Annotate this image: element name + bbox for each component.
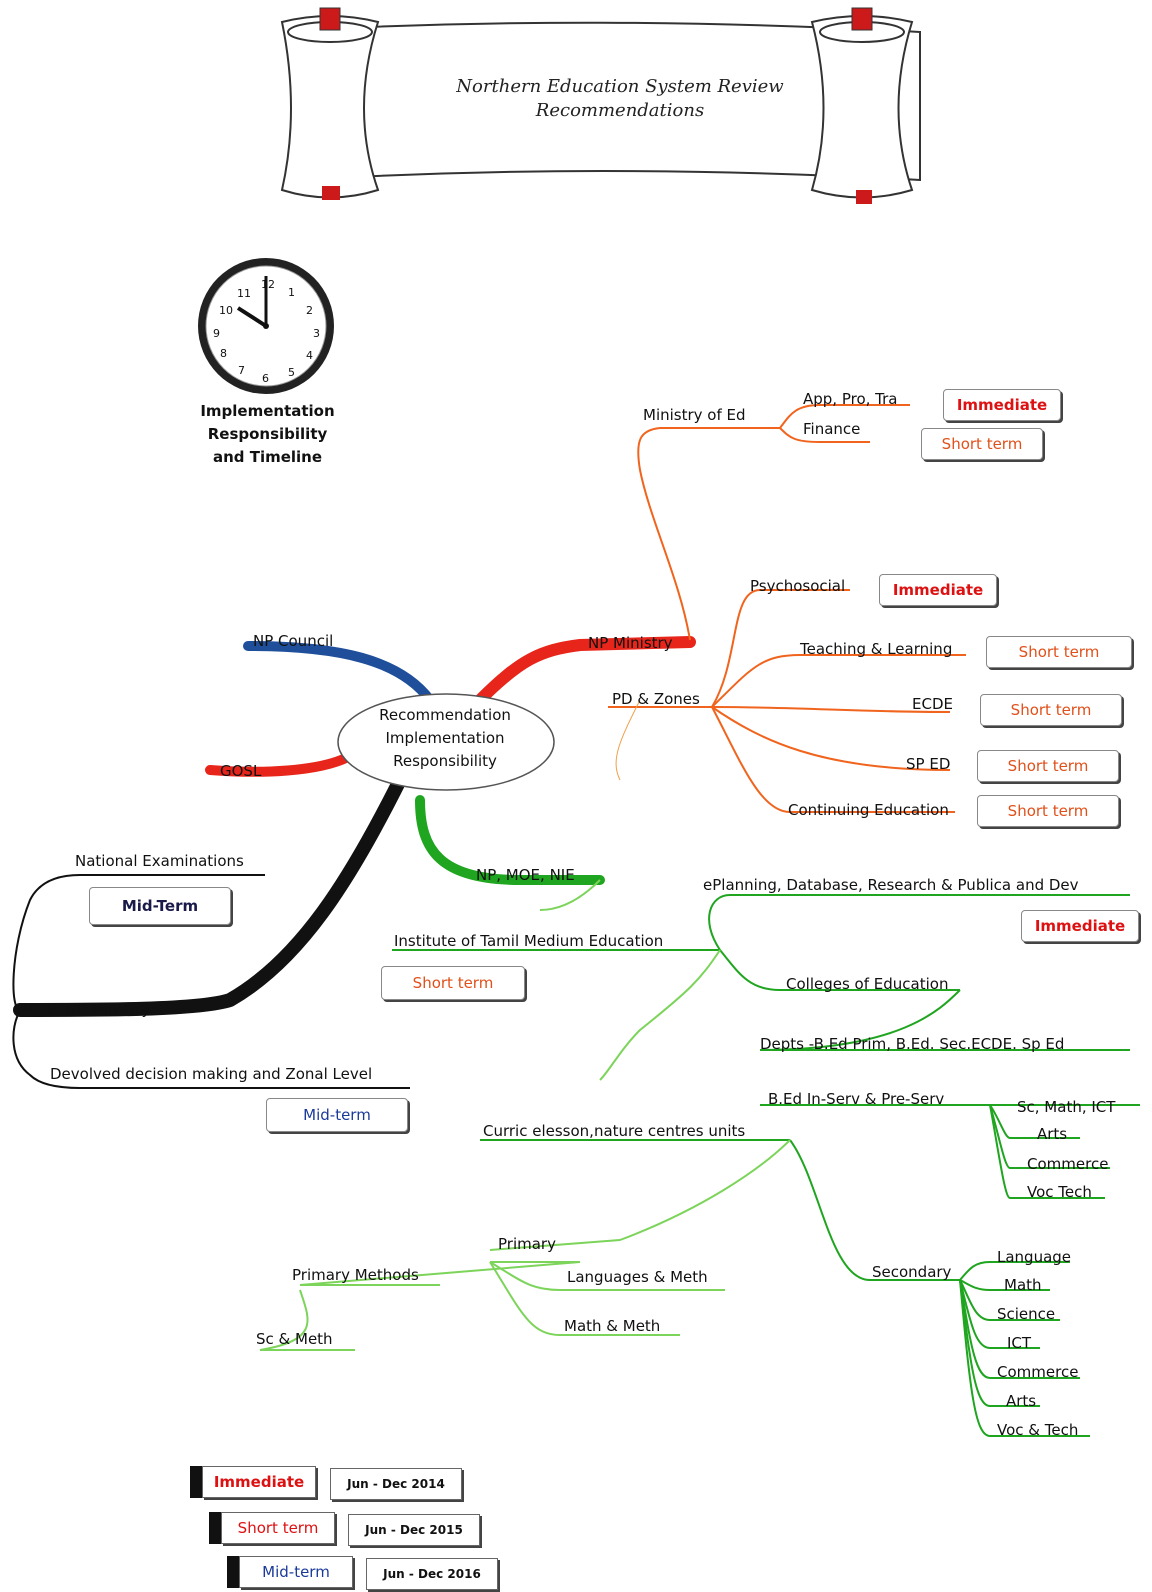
clock-numeral: 11 [237, 287, 251, 300]
node-primary: Primary [498, 1235, 556, 1253]
node-depts: Depts -B.Ed Prim, B.Ed. Sec.ECDE. Sp Ed [760, 1035, 1065, 1053]
node-bed-commerce: Commerce [1027, 1155, 1109, 1173]
node-sec-ict: ICT [1007, 1334, 1032, 1352]
node-languages-meth: Languages & Meth [567, 1268, 708, 1286]
tag-short-term: Short term [986, 636, 1132, 668]
legend-marker [227, 1556, 239, 1588]
node-np-moe-nie: NP, MOE, NIE [476, 866, 575, 884]
center-node [337, 693, 555, 791]
tag-immediate: Immediate [943, 389, 1061, 421]
node-bed-in-serv: B.Ed In-Serv & Pre-Serv [768, 1090, 945, 1108]
tag-immediate: Immediate [879, 574, 997, 606]
clock-numeral: 12 [261, 278, 275, 291]
tag-immediate: Immediate [1021, 910, 1139, 942]
branch-np-moe-nie [415, 795, 605, 885]
banner-title-line1: Northern Education System Review [456, 76, 784, 97]
banner-title-line2: Recommendations [535, 100, 705, 121]
node-primary-methods: Primary Methods [292, 1266, 419, 1284]
node-sp-ed: SP ED [906, 755, 951, 773]
clock-icon [198, 258, 334, 394]
clock-numeral: 5 [288, 366, 295, 379]
center-line1: Recommendation [379, 706, 511, 724]
center-node-text: Recommendation Implementation Responsibi… [340, 704, 550, 773]
node-bed-voc-tech: Voc Tech [1027, 1183, 1092, 1201]
center-line3: Responsibility [393, 752, 497, 770]
node-sec-science: Science [997, 1305, 1056, 1323]
node-eplanning: ePlanning, Database, Research & Publica … [703, 876, 1079, 894]
clock-caption-line1: Implementation [200, 402, 335, 420]
node-ecde: ECDE [912, 695, 953, 713]
node-np-ministry: NP Ministry [588, 634, 673, 652]
node-pd-zones: PD & Zones [612, 690, 700, 708]
tag-short-term: Short term [980, 694, 1122, 726]
node-sec-math: Math [1004, 1276, 1042, 1294]
node-continuing-education: Continuing Education [788, 801, 949, 819]
branch-np-ministry [474, 636, 696, 706]
legend-label: Mid-term [239, 1556, 353, 1588]
clock-numeral: 8 [220, 347, 227, 360]
legend-marker [209, 1512, 221, 1544]
clock-caption: Implementation Responsibility and Timeli… [180, 400, 355, 469]
branch-gosl [205, 751, 355, 777]
node-colleges-of-education: Colleges of Education [786, 975, 949, 993]
clock-numeral: 4 [306, 349, 313, 362]
legend-label: Short term [221, 1512, 335, 1544]
node-devolved-decision-making: Devolved decision making and Zonal Level [50, 1065, 373, 1083]
legend-date: Jun - Dec 2014 [330, 1468, 462, 1500]
node-sec-language: Language [997, 1248, 1072, 1266]
node-np-council: NP Council [253, 632, 334, 650]
legend-date: Jun - Dec 2016 [366, 1558, 498, 1590]
clock-numeral: 10 [219, 304, 233, 317]
node-gosl: GOSL [220, 762, 262, 780]
node-secondary: Secondary [872, 1263, 952, 1281]
node-curric: Curric elesson,nature centres units [483, 1122, 746, 1140]
tag-short-term: Short term [381, 966, 525, 1000]
branch-np-council [243, 641, 435, 705]
tag-short-term: Short term [977, 795, 1119, 827]
clock-numeral: 6 [262, 372, 269, 385]
tag-mid-term: Mid-term [266, 1098, 408, 1132]
node-sec-arts: Arts [1006, 1392, 1037, 1410]
clock-numeral: 9 [213, 327, 220, 340]
clock-numeral: 3 [313, 327, 320, 340]
legend-date: Jun - Dec 2015 [348, 1514, 480, 1546]
scroll-banner [280, 7, 921, 204]
center-line2: Implementation [385, 729, 505, 747]
node-math-meth: Math & Meth [564, 1317, 661, 1335]
clock-caption-line2: Responsibility [207, 425, 328, 443]
clock-numeral: 2 [306, 304, 313, 317]
node-institute-tamil-medium: Institute of Tamil Medium Education [394, 932, 664, 950]
node-sc-math-ict: Sc, Math, ICT [1017, 1098, 1116, 1116]
node-sec-commerce: Commerce [997, 1363, 1079, 1381]
node-moe-np-ministry: MOE, NP Ministry [22, 1000, 151, 1018]
branch-moe-np-ministry [13, 773, 407, 1017]
tag-short-term: Short term [977, 750, 1119, 782]
node-psychosocial: Psychosocial [750, 577, 846, 595]
node-app-pro-tra: App, Pro, Tra [803, 390, 898, 408]
node-teaching-learning: Teaching & Learning [800, 640, 953, 658]
clock-numeral: 7 [238, 364, 245, 377]
node-finance: Finance [803, 420, 861, 438]
node-sec-voc-tech: Voc & Tech [997, 1421, 1079, 1439]
clock-numeral: 1 [288, 286, 295, 299]
node-bed-arts: Arts [1037, 1125, 1068, 1143]
legend-marker [190, 1466, 202, 1498]
legend-label: Immediate [202, 1466, 316, 1498]
tag-mid-term: Mid-Term [89, 887, 231, 925]
node-national-examinations: National Examinations [75, 852, 244, 870]
clock-caption-line3: and Timeline [212, 448, 323, 466]
node-sc-meth: Sc & Meth [256, 1330, 333, 1348]
node-ministry-of-ed: Ministry of Ed [643, 406, 746, 424]
tag-short-term: Short term [921, 428, 1043, 460]
